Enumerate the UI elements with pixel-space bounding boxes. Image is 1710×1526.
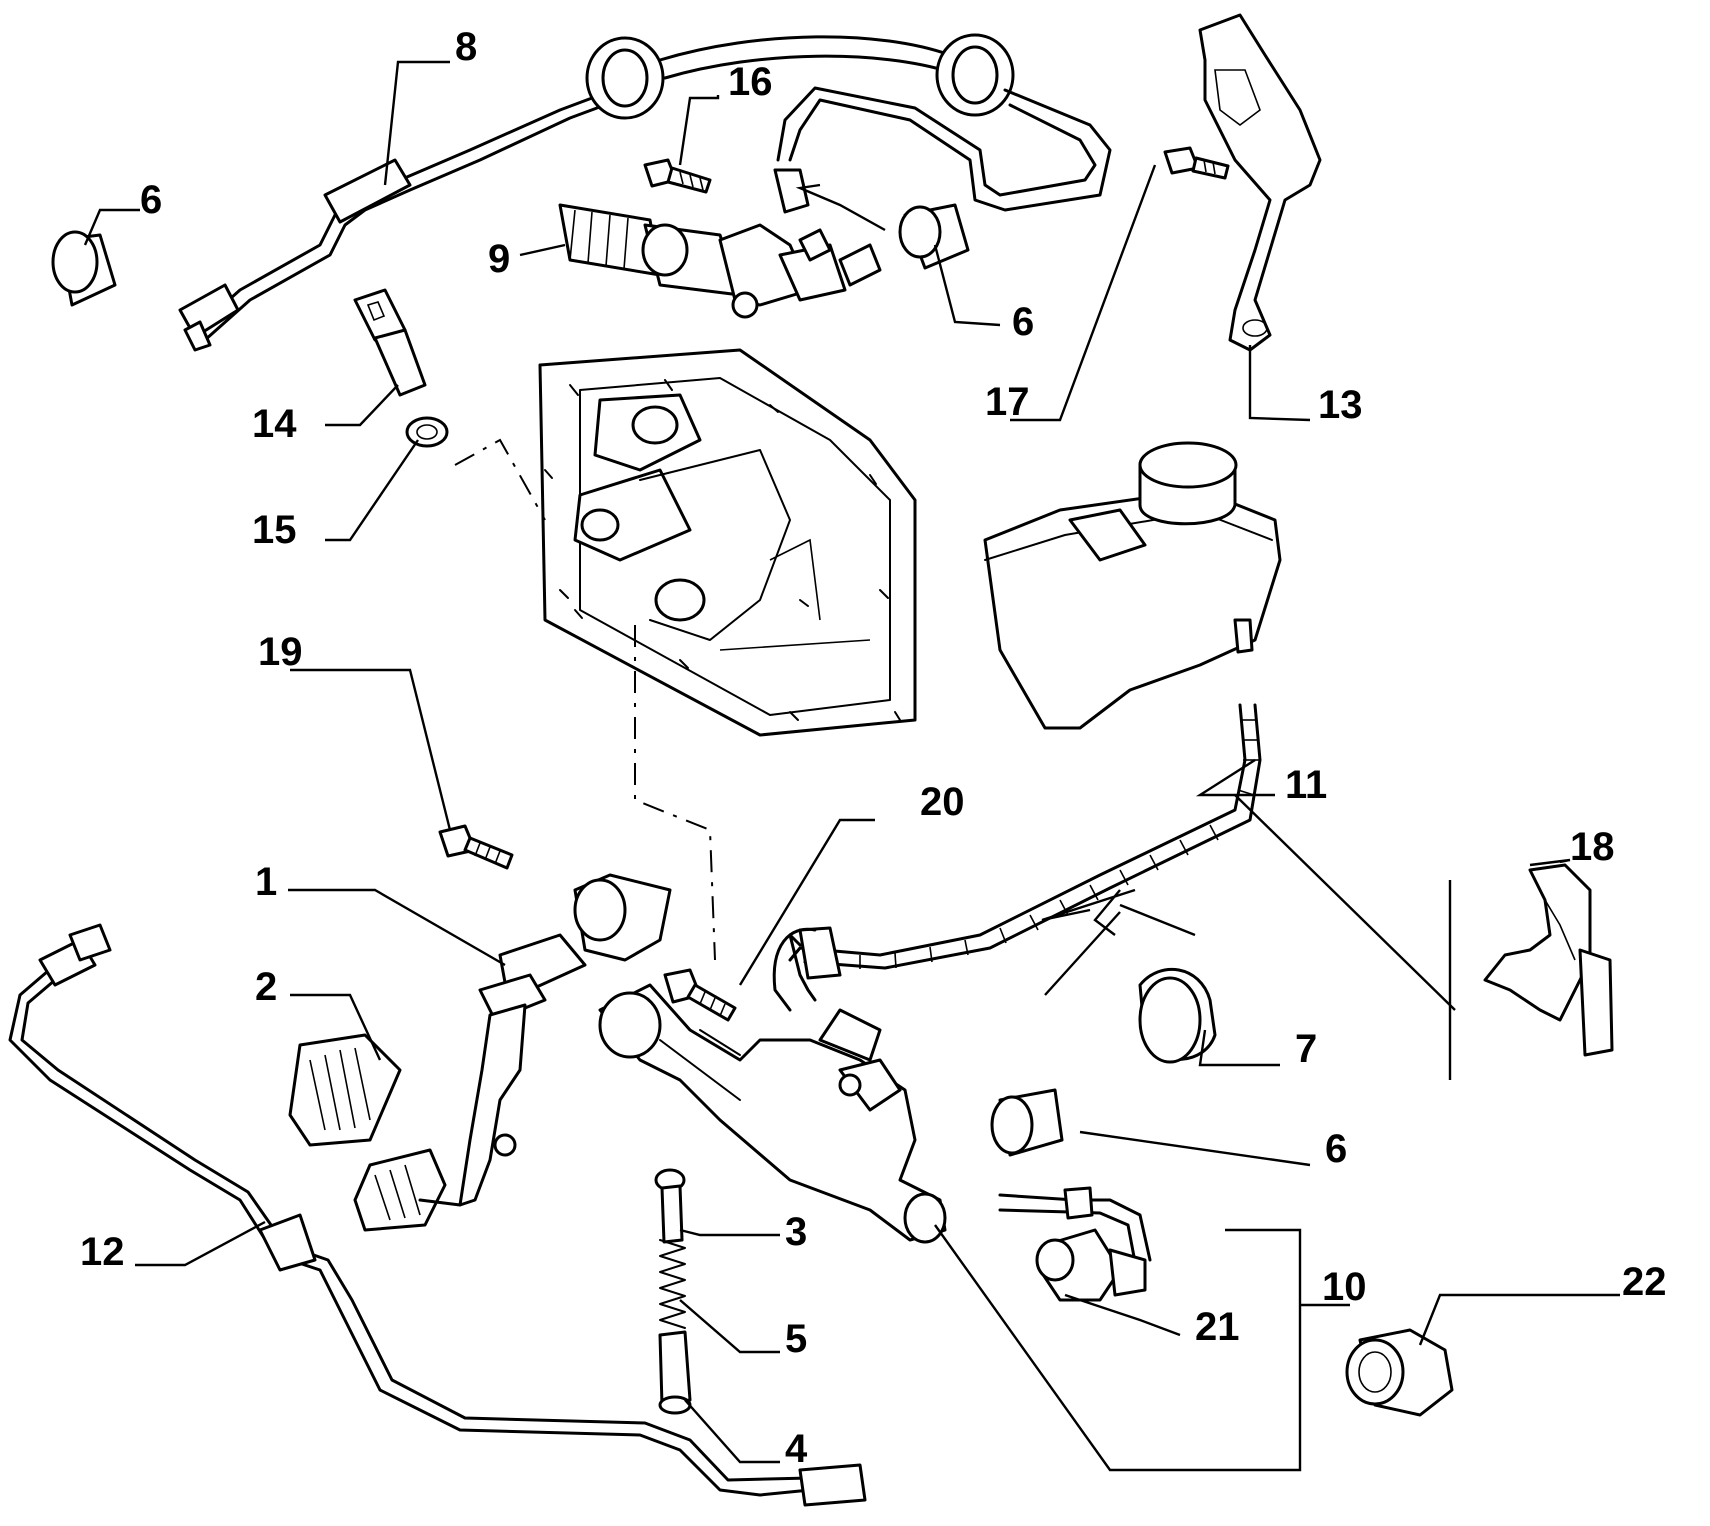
master-cylinder [598,983,947,1244]
leader-lines [83,60,1620,1472]
part-14-switch [353,288,427,397]
part-13-bracket [1198,13,1322,352]
callout-6-left: 6 [140,178,162,222]
callout-6-top: 6 [1012,300,1034,344]
callout-16: 16 [728,60,773,104]
callout-labels: 8 6 16 9 6 17 13 14 15 19 20 11 18 1 2 7… [80,25,1667,1471]
part-11-corrugated-hose [772,703,1262,1012]
callout-18: 18 [1570,825,1615,869]
part-15-seal-ring [405,416,449,448]
part-6-bushing-right [990,1088,1064,1157]
callout-17: 17 [985,380,1030,424]
part-21-hose-fitting [998,1186,1152,1302]
fluid-reservoir [983,441,1282,730]
callout-10: 8 [455,25,477,69]
callout-14: 14 [252,402,297,446]
callout-11: 11 [1285,763,1327,807]
callout-12: 12 [80,1230,125,1274]
assembly-dash-lines [454,438,716,961]
part-20-bolt [663,968,737,1022]
part-12-lower-hose [8,923,867,1507]
callout-22: 22 [1622,1260,1667,1304]
callout-4: 4 [785,1427,808,1471]
part-3-pushrod [654,1168,686,1244]
part-6-bushing-top [898,203,970,270]
part-18-clip [1483,863,1614,1057]
part-4-rod-end [658,1330,692,1415]
callout-7: 7 [1295,1027,1317,1071]
part-16-bolt [643,158,712,194]
callout-3: 3 [785,1210,807,1254]
part-19-bolt [438,824,514,870]
pedal-box-bulkhead [538,348,917,737]
part-22-plug [1345,1328,1454,1417]
part-7-grommet [1138,968,1217,1064]
part-10-clutch-hose [178,33,1112,352]
callout-20: 20 [920,780,965,824]
part-17-bolt [1163,146,1230,180]
callout-8: 10 [1322,1265,1367,1309]
part-6-bushing-left [51,230,117,307]
callout-13: 13 [1318,383,1363,427]
part-2-pedal-pad [288,1033,462,1232]
callout-19: 19 [258,630,303,674]
callout-1: 1 [255,860,277,904]
callout-9: 9 [488,237,510,281]
part-1-pedal-bracket [458,873,672,1207]
part-5-spring [659,1239,686,1329]
callout-6-right: 6 [1325,1127,1347,1171]
callout-21: 21 [1195,1305,1240,1349]
part-9-slave-cylinder [558,203,882,319]
callout-15: 15 [252,508,297,552]
callout-5: 5 [785,1317,807,1361]
callout-2: 2 [255,965,277,1009]
